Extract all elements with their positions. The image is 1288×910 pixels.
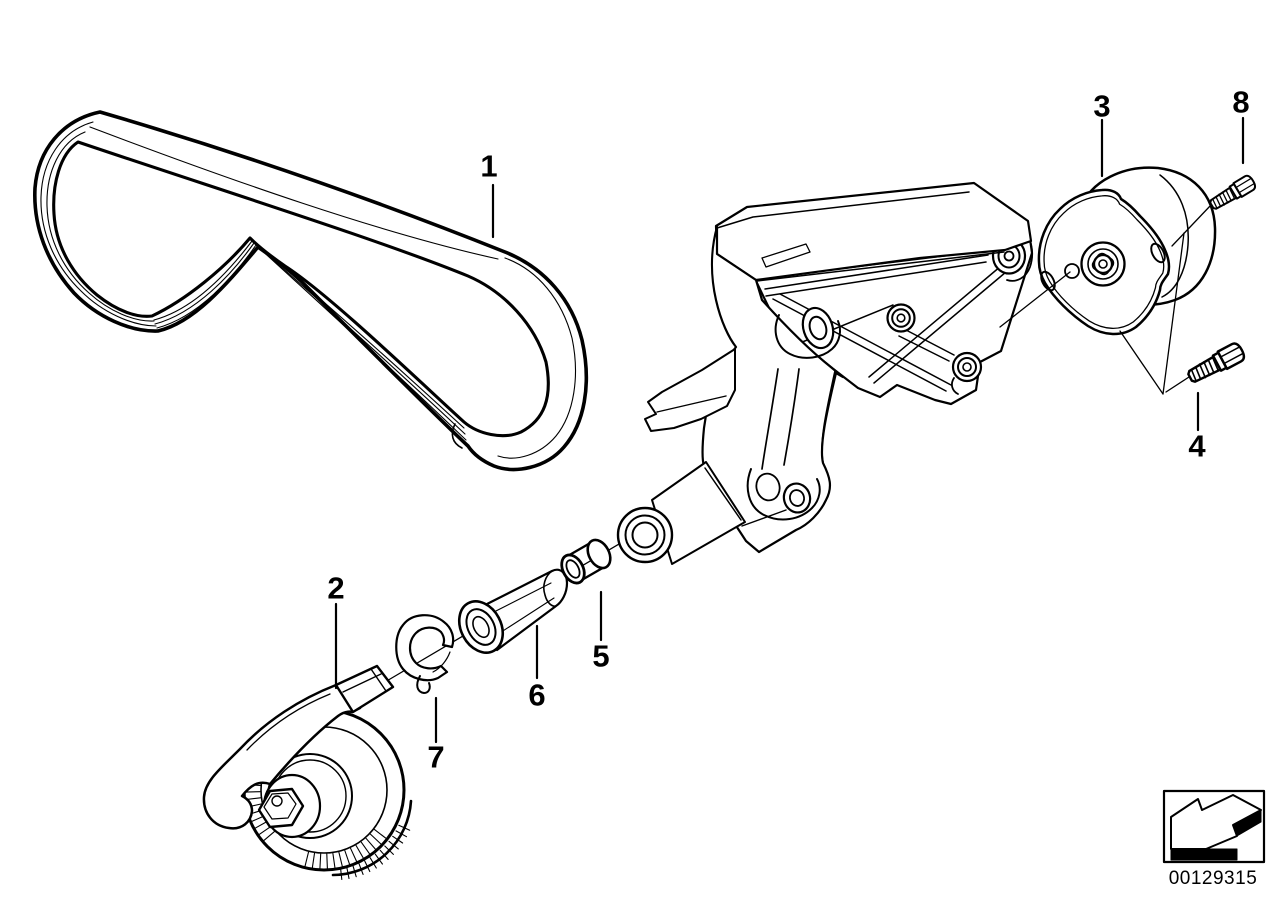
mounting-bracket bbox=[616, 181, 1034, 565]
callout-3[interactable]: 3 bbox=[1093, 88, 1111, 124]
retaining-clip bbox=[395, 614, 455, 694]
callout-2[interactable]: 2 bbox=[327, 570, 345, 606]
callout-5[interactable]: 5 bbox=[592, 638, 610, 674]
callout-8[interactable]: 8 bbox=[1232, 84, 1250, 120]
spacer-bushing bbox=[560, 538, 612, 585]
direction-arrow-icon bbox=[1170, 794, 1262, 861]
callout-leader-lines bbox=[334, 116, 1245, 744]
belt-tensioner bbox=[202, 664, 413, 881]
callout-6[interactable]: 6 bbox=[528, 677, 546, 713]
serpentine-belt bbox=[33, 110, 589, 472]
bolt-8 bbox=[1206, 172, 1259, 214]
alignment-lines bbox=[999, 204, 1212, 395]
bolt-4 bbox=[1184, 340, 1248, 388]
drawing-number: 00129315 bbox=[1168, 868, 1258, 889]
callout-1[interactable]: 1 bbox=[480, 148, 498, 184]
tensioner-damper bbox=[1037, 166, 1217, 336]
direction-arrow-box[interactable] bbox=[1162, 789, 1266, 864]
spacer-sleeve bbox=[457, 568, 569, 654]
callout-7[interactable]: 7 bbox=[427, 739, 445, 775]
callout-4[interactable]: 4 bbox=[1188, 428, 1206, 464]
